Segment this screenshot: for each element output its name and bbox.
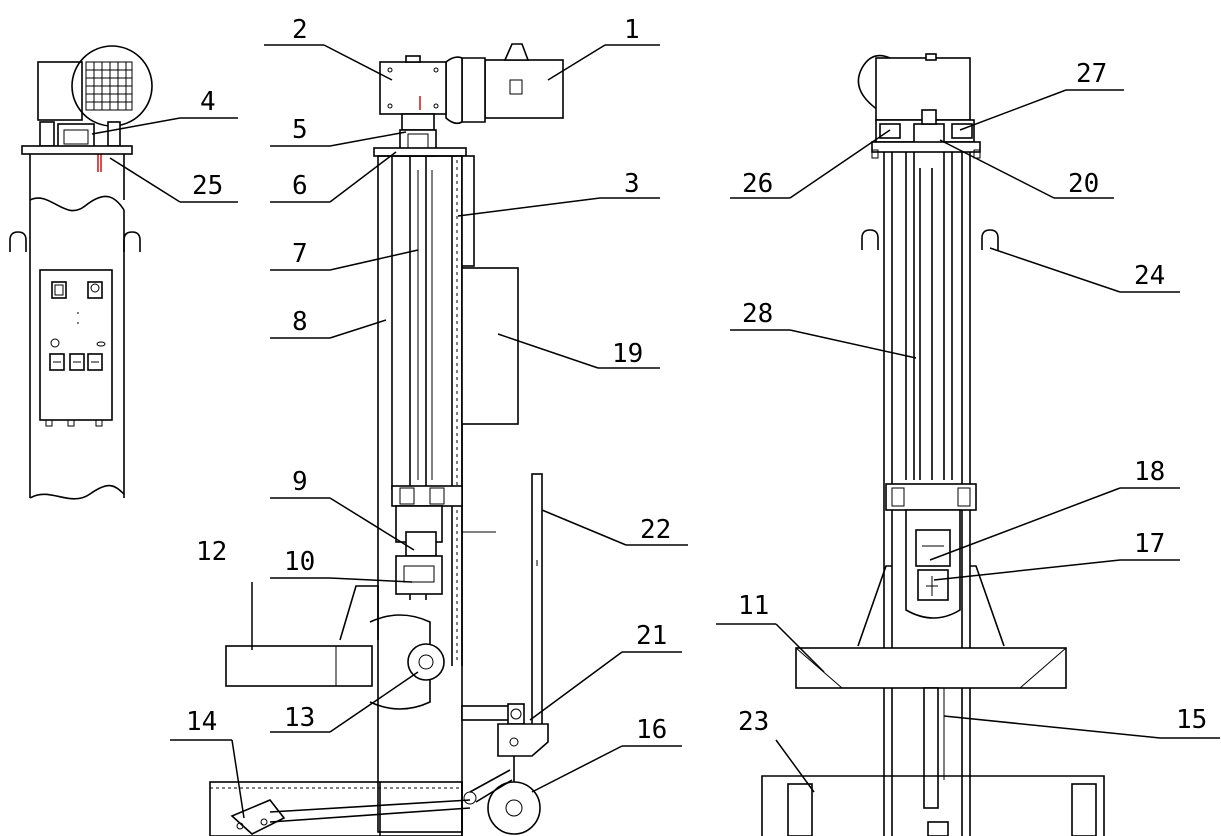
callout-15: 15	[1176, 705, 1207, 735]
callout-4: 4	[200, 87, 216, 117]
callout-labels: 1 2 3 4 5 6 7 8 9 10 11 12 13 14 15 16 1…	[186, 15, 1207, 745]
callout-6: 6	[292, 171, 308, 201]
callout-3: 3	[624, 169, 640, 199]
callout-28: 28	[742, 299, 773, 329]
motor-outline-rear	[857, 54, 891, 111]
motor	[484, 59, 564, 119]
callout-8: 8	[292, 307, 308, 337]
callout-19: 19	[612, 339, 643, 369]
callout-18: 18	[1134, 457, 1165, 487]
callout-9: 9	[292, 467, 308, 497]
hook-rear-right	[981, 229, 999, 250]
carriage-bracket	[395, 555, 443, 595]
rear-view-right	[761, 53, 1105, 836]
indicator-lamp	[50, 338, 60, 348]
coupling	[401, 113, 435, 131]
electric-box	[461, 267, 519, 425]
reducer-gearbox	[379, 61, 447, 115]
callout-17: 17	[1134, 529, 1165, 559]
guide-rod	[923, 687, 939, 809]
callout-21: 21	[636, 621, 667, 651]
callout-10: 10	[284, 547, 315, 577]
callout-20: 20	[1068, 169, 1099, 199]
callout-22: 22	[640, 515, 671, 545]
base-frame-rear	[761, 775, 1105, 836]
callout-25: 25	[192, 171, 223, 201]
lifting-arm	[225, 645, 373, 687]
callout-14: 14	[186, 707, 217, 737]
pedal-link	[269, 799, 471, 813]
foot-pedal	[230, 799, 286, 835]
callout-7: 7	[292, 239, 308, 269]
callout-24: 24	[1134, 261, 1165, 291]
callout-26: 26	[742, 169, 773, 199]
sensor-rear	[917, 569, 949, 601]
callout-23: 23	[738, 707, 769, 737]
top-plate-side	[21, 145, 133, 155]
push-handle	[531, 473, 543, 747]
front-view-center	[209, 43, 564, 836]
lifting-nut	[405, 531, 437, 557]
fork-plate	[795, 647, 1067, 689]
top-plate-front	[373, 147, 467, 157]
leader-lines	[91, 44, 1220, 819]
selector-switch	[51, 281, 67, 299]
brace-right-rear	[970, 565, 1005, 647]
motor-lifting-eye	[503, 43, 530, 61]
nut-rear	[915, 529, 951, 567]
callout-13: 13	[284, 703, 315, 733]
callout-2: 2	[292, 15, 308, 45]
side-view-left	[9, 45, 153, 500]
callout-12: 12	[196, 537, 227, 567]
top-plate-rear	[871, 141, 981, 153]
carriage-brace	[339, 585, 379, 641]
callout-1: 1	[624, 15, 640, 45]
pivot-pin	[407, 643, 445, 681]
callout-16: 16	[636, 715, 667, 745]
castor-bracket	[497, 723, 549, 757]
hook-rear-left	[861, 229, 879, 250]
hook-right	[123, 231, 141, 252]
callout-27: 27	[1076, 59, 1107, 89]
break-line-bottom	[29, 484, 125, 500]
nut-housing	[391, 485, 463, 507]
callout-5: 5	[292, 115, 308, 145]
callout-11: 11	[738, 591, 769, 621]
brace-left-rear	[857, 565, 892, 647]
hook-left	[9, 231, 27, 252]
break-line-top	[29, 195, 125, 212]
